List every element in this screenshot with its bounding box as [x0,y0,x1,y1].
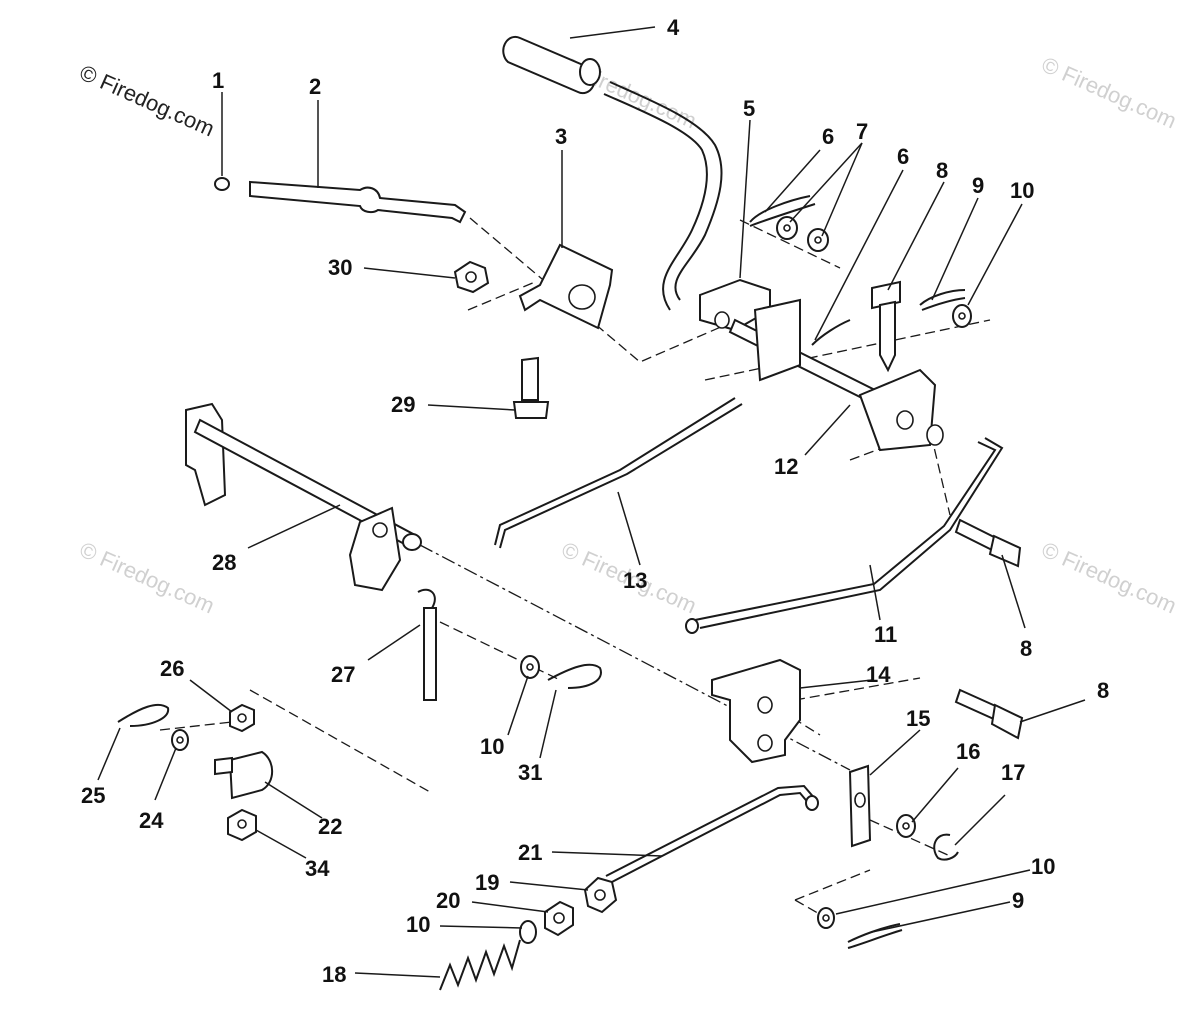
callout-30: 30 [328,255,352,280]
part-31-hairpin-clip [547,663,602,689]
part-14-mounting-bracket [711,658,801,764]
watermark-top-right: © Firedog.com [1038,52,1180,134]
callout-16: 16 [956,739,980,764]
watermarks: © Firedog.com © Firedog.com © Firedog.co… [76,52,1180,619]
callout-14: 14 [866,662,891,687]
part-21-threaded-rod [605,784,819,884]
part-20-jam-nut [544,900,574,937]
watermark-main: © Firedog.com [76,60,218,142]
part-18-compression-spring [439,939,521,991]
part-29-bolt [512,356,550,419]
callout-5: 5 [743,96,755,121]
part-13-linkage-rod [494,397,743,549]
part-10-washer-spring [519,920,537,944]
callout-6-upper: 6 [822,124,834,149]
callout-10-upper: 10 [1010,178,1034,203]
callout-18: 18 [322,962,346,987]
part-1-pin [214,177,230,191]
callout-8-upper: 8 [936,158,948,183]
callout-27: 27 [331,662,355,687]
callout-31: 31 [518,760,542,785]
callout-29: 29 [391,392,415,417]
callout-8-middle: 8 [1020,636,1032,661]
part-22-trunnion [214,750,274,800]
part-30-hex-nut [453,260,490,294]
part-8-bolt-upper [871,280,901,373]
part-26-nut [229,703,255,733]
callout-17: 17 [1001,760,1025,785]
part-16-washer [896,814,916,838]
part-34-lock-nut [227,808,257,842]
callout-10-lower-right: 10 [1031,854,1055,879]
callout-9-lower: 9 [1012,888,1024,913]
part-5-shift-lever [603,81,723,311]
watermark-mid-left: © Firedog.com [76,537,218,619]
callout-25: 25 [81,783,105,808]
part-19-nut [583,876,618,914]
callout-7: 7 [856,119,868,144]
leader-lines [97,26,1086,978]
callout-19: 19 [475,870,499,895]
callout-3: 3 [555,124,567,149]
callout-8-lower: 8 [1097,678,1109,703]
callout-10-mid: 10 [480,734,504,759]
callout-numbers: 1 2 3 4 5 6 7 6 8 9 10 30 29 12 13 28 11… [81,15,1109,987]
part-11-linkage-rod [685,437,1004,634]
watermark-mid-right: © Firedog.com [1038,537,1180,619]
callout-15: 15 [906,706,930,731]
callout-1: 1 [212,68,224,93]
part-10-washer-upper [952,304,972,328]
callout-9-upper: 9 [972,173,984,198]
part-15-link-plate [848,764,872,848]
callout-34: 34 [305,856,330,881]
part-12-pivot-shaft [728,298,944,452]
callout-21: 21 [518,840,542,865]
callout-20: 20 [436,888,460,913]
callout-13: 13 [623,568,647,593]
part-17-e-clip [933,833,959,861]
callout-24: 24 [139,808,164,833]
callout-28: 28 [212,550,236,575]
part-9-cotter-pin-upper [919,289,966,311]
callout-4: 4 [667,15,680,40]
callout-22: 22 [318,814,342,839]
part-10-washer-lower [817,907,835,929]
callout-10-lower-left: 10 [406,912,430,937]
part-3-bracket [518,243,614,330]
part-8-bolt-middle [954,518,1022,568]
part-9-cotter-pin-lower [847,923,903,949]
callout-6-lower: 6 [897,144,909,169]
callout-2: 2 [309,74,321,99]
part-6-cotter-pin-upper [749,195,816,227]
part-27-hook-bolt [417,588,437,701]
part-2-control-rod [249,180,467,224]
callout-26: 26 [160,656,184,681]
part-6-cotter-pin-lower [811,319,851,346]
part-5-pivot-bracket [699,278,771,332]
part-10-washer-mid [520,655,540,679]
callout-12: 12 [774,454,798,479]
part-25-hairpin-clip [117,703,170,727]
part-24-washer [171,729,189,751]
part-28-cross-shaft [185,402,422,592]
part-8-bolt-lower [954,688,1024,740]
part-7-washers [776,216,829,252]
part-4-handle-grip [502,35,601,95]
callout-11: 11 [874,622,897,647]
